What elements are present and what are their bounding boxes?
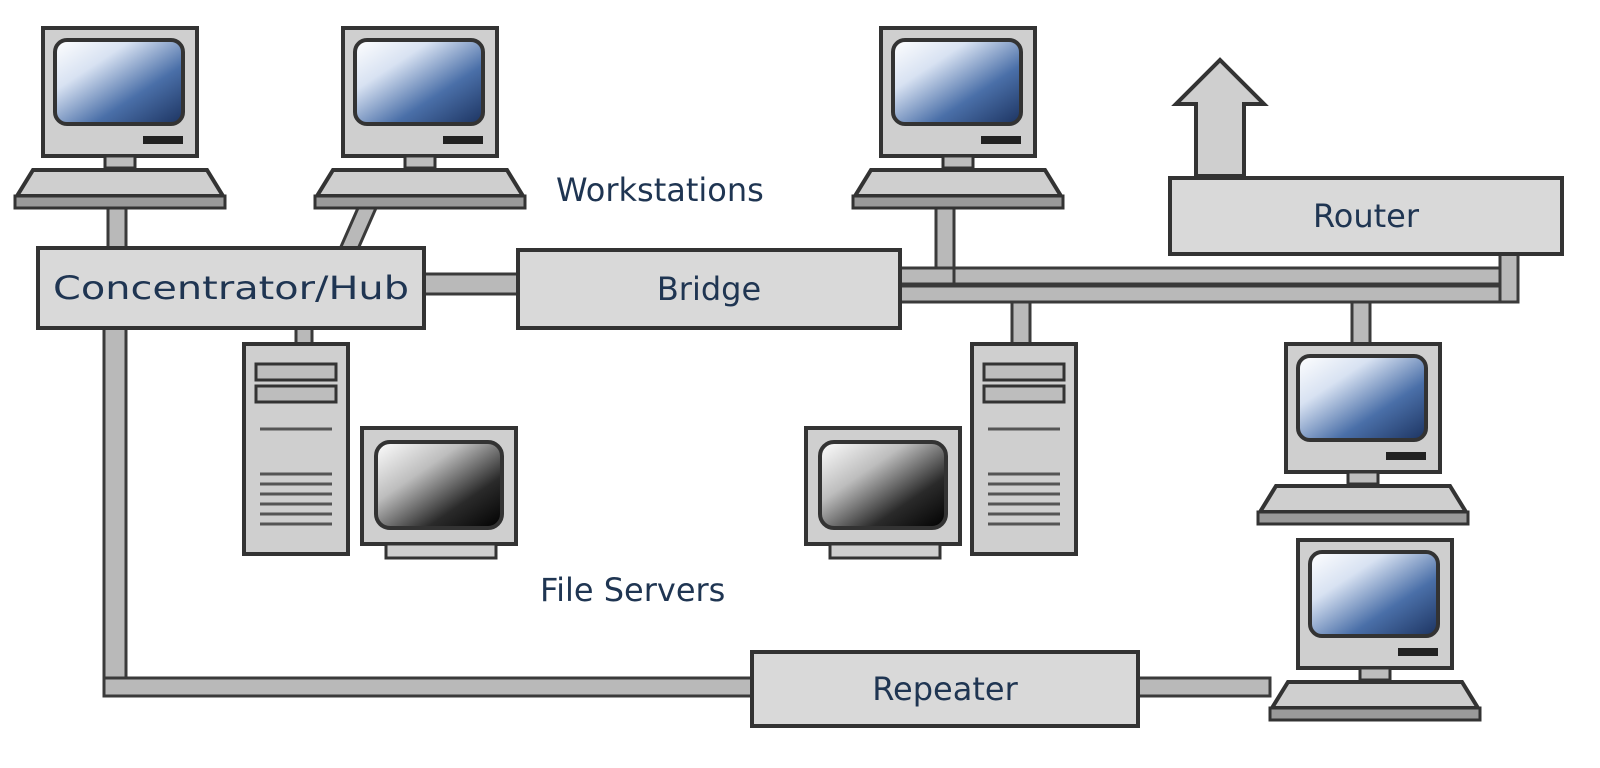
hub-box: Concentrator/Hub (36, 246, 426, 330)
repeater-label: Repeater (872, 670, 1018, 708)
router-box: Router (1168, 176, 1564, 256)
workstation-icon (13, 26, 227, 210)
repeater-box: Repeater (750, 650, 1140, 728)
hub-label: Concentrator/Hub (53, 269, 409, 307)
file-server-icon (242, 342, 518, 560)
workstation-icon (313, 26, 527, 210)
file-servers-label: File Servers (540, 571, 725, 609)
bridge-label: Bridge (657, 270, 761, 308)
file-server-icon (804, 342, 1078, 560)
router-label: Router (1313, 197, 1420, 235)
up-arrow-icon (1171, 57, 1269, 178)
bridge-box: Bridge (516, 248, 902, 330)
workstations-label: Workstations (556, 171, 764, 209)
workstation-icon (1256, 342, 1470, 526)
workstation-icon (851, 26, 1065, 210)
network-cables (102, 206, 1520, 698)
workstation-icon (1268, 538, 1482, 722)
